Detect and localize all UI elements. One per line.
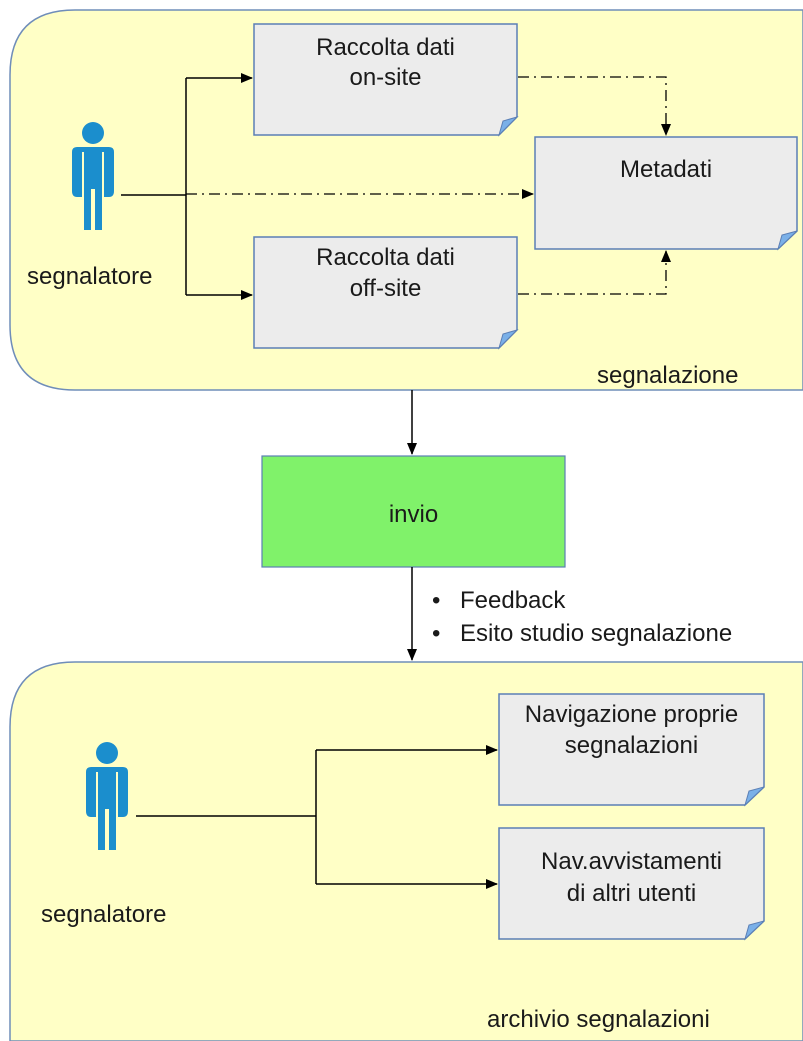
doc-raccolta-offsite[interactable]: [253, 236, 519, 350]
doc-avvistamenti-line2: di altri utenti: [566, 880, 697, 907]
doc-metadati-label: Metadati: [619, 156, 713, 183]
connector-actor-trunk: [121, 78, 187, 295]
doc-offsite-line1: Raccolta dati: [316, 244, 455, 271]
doc-raccolta-onsite[interactable]: [253, 23, 519, 137]
actor-bottom-label: segnalatore: [41, 901, 167, 928]
doc-navigazione-line1: Navigazione proprie: [524, 701, 739, 728]
doc-onsite-line2: on-site: [349, 64, 422, 91]
invio-label: invio: [388, 501, 439, 528]
doc-navigazione-proprie[interactable]: [498, 693, 765, 807]
doc-metadati[interactable]: [534, 136, 798, 251]
feedback-item: Esito studio segnalazione: [432, 617, 732, 650]
doc-offsite-line2: off-site: [349, 275, 422, 302]
dashdot-onsite-to-metadati: [518, 76, 671, 136]
doc-onsite-line1: Raccolta dati: [316, 34, 455, 61]
panel-bottom-caption: archivio segnalazioni: [487, 1006, 710, 1033]
invio-box[interactable]: [261, 455, 566, 568]
doc-nav-avvistamenti[interactable]: [498, 827, 765, 941]
doc-avvistamenti-line1: Nav.avvistamenti: [541, 848, 722, 875]
panel-top-caption: segnalazione: [597, 362, 739, 389]
feedback-list: Feedback Esito studio segnalazione: [432, 584, 732, 650]
actor-top-label: segnalatore: [27, 263, 153, 290]
feedback-item: Feedback: [432, 584, 732, 617]
connector-bottom-trunk: [136, 750, 317, 884]
doc-navigazione-line2: segnalazioni: [564, 732, 699, 759]
dashdot-offsite-to-metadati: [518, 250, 671, 295]
